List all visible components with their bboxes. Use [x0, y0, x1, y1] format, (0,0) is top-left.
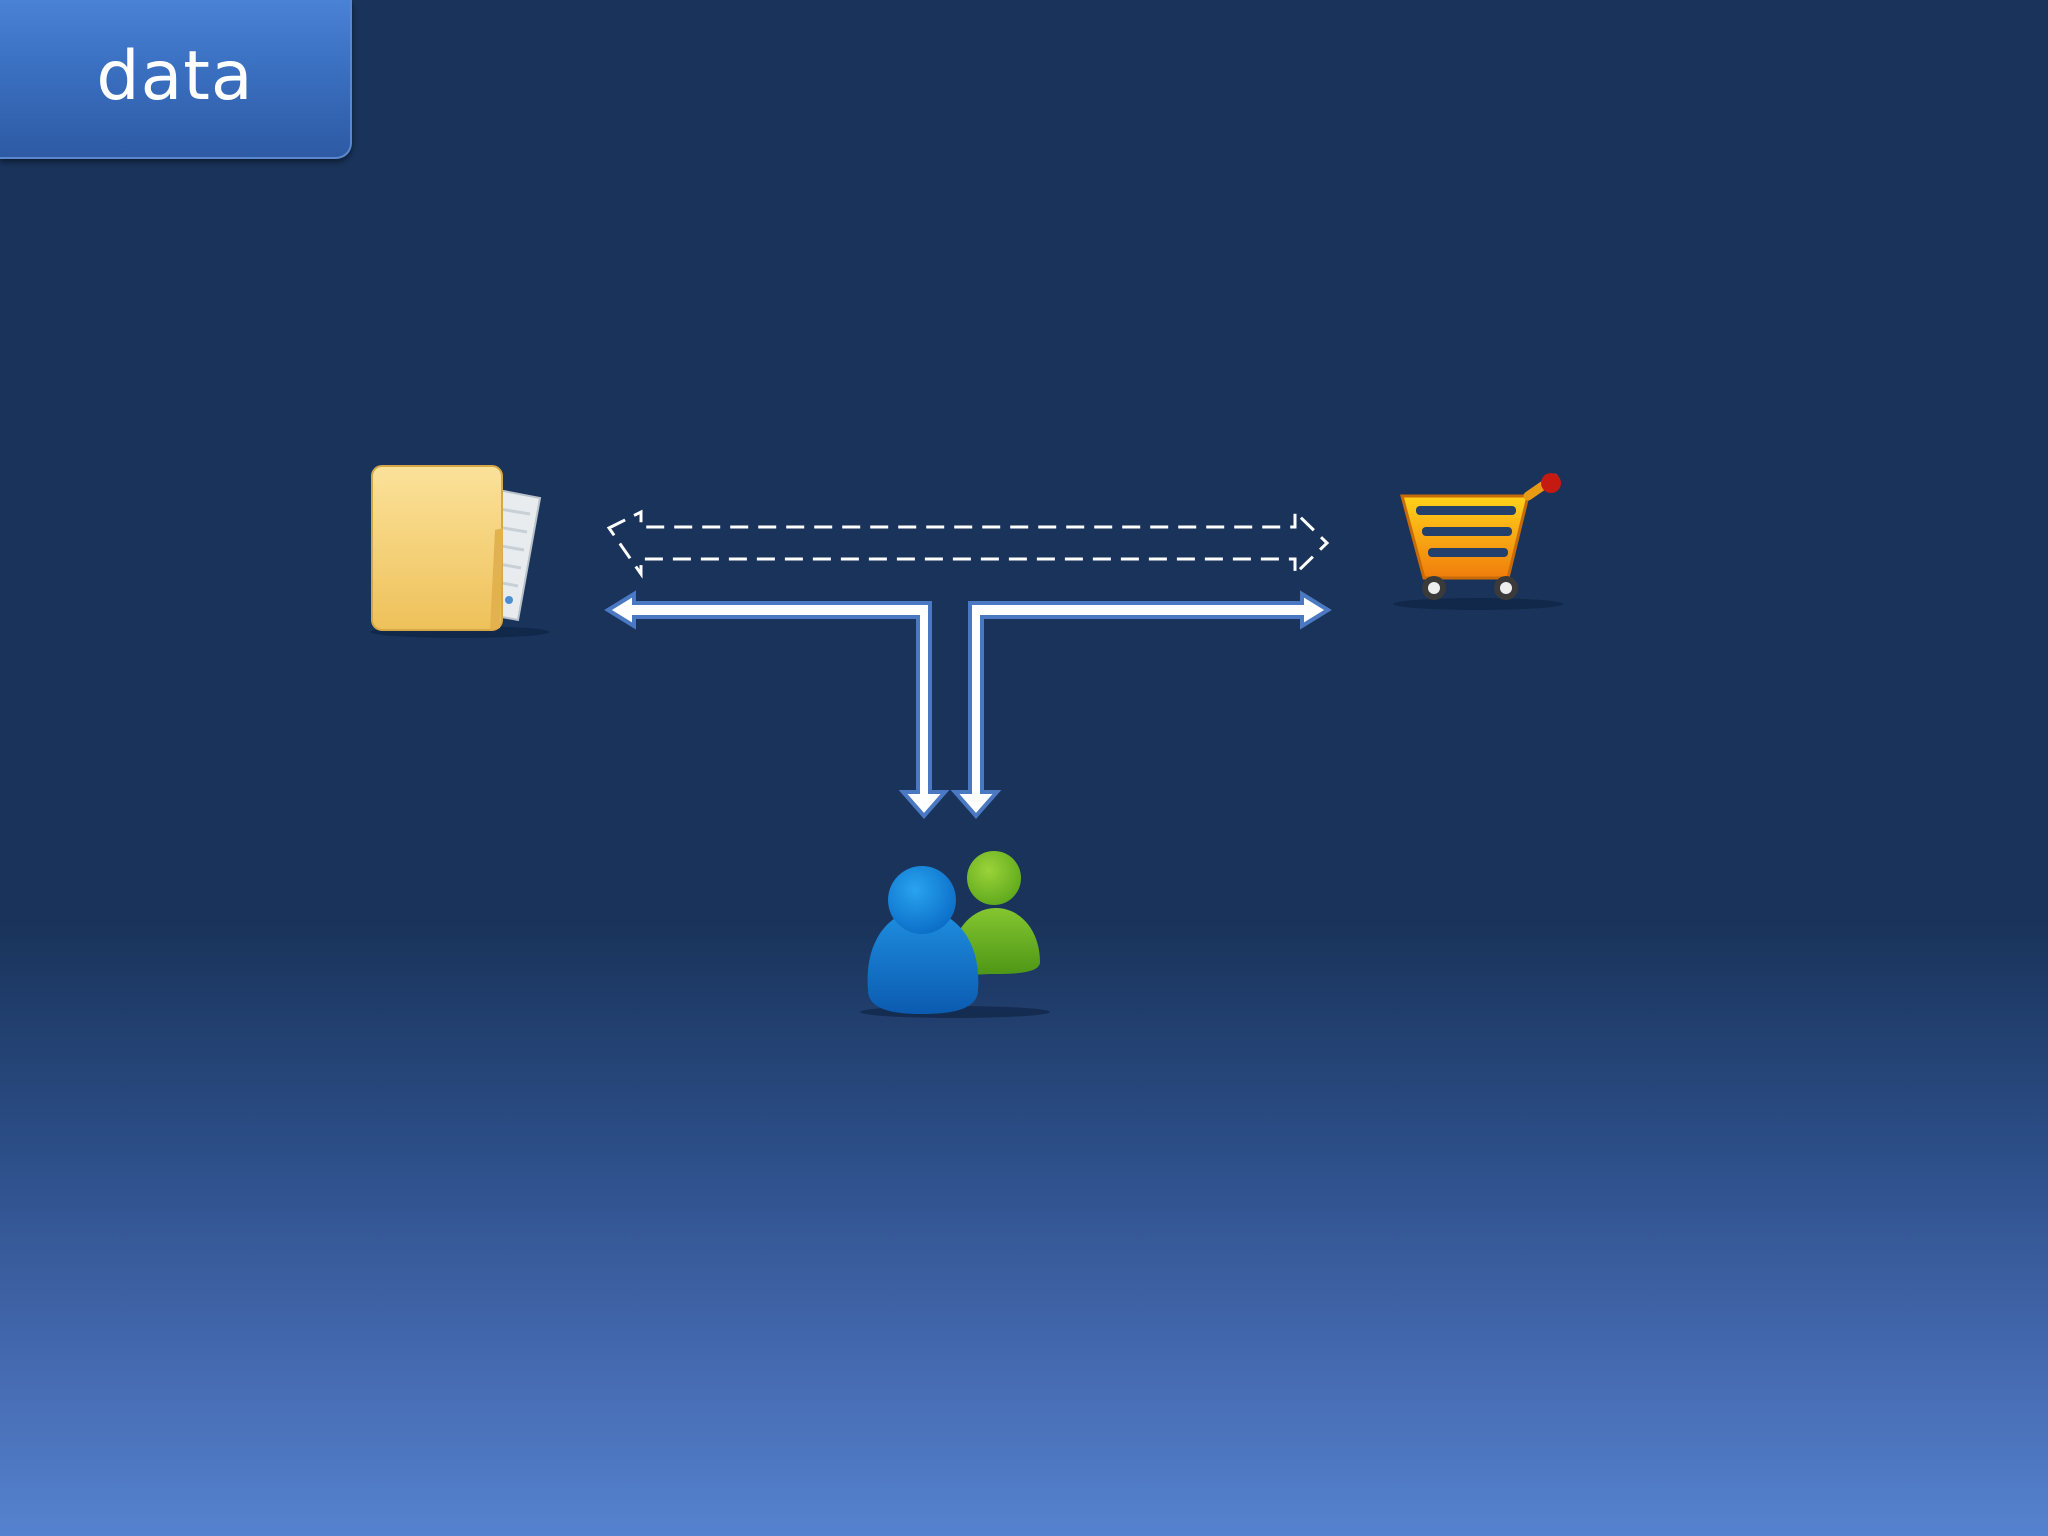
- left-branch-arrow: [604, 590, 950, 820]
- dashed-bidirectional-arrow: [606, 508, 1330, 579]
- page-title: data: [96, 36, 254, 116]
- shopping-cart-icon: [1393, 473, 1563, 610]
- title-badge: data: [0, 0, 352, 159]
- folder-icon: [370, 465, 550, 638]
- right-branch-arrow: [950, 590, 1332, 820]
- users-icon: [860, 851, 1050, 1018]
